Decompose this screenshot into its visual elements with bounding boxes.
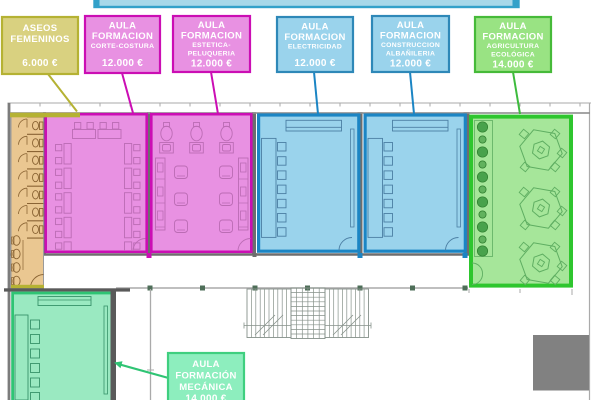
svg-text:AULA: AULA xyxy=(192,359,220,370)
svg-text:FORMACIÓN: FORMACIÓN xyxy=(175,370,236,382)
svg-text:ECOLÓGICA: ECOLÓGICA xyxy=(491,50,535,59)
svg-text:ESTETICA-: ESTETICA- xyxy=(192,42,231,49)
svg-text:AULA: AULA xyxy=(499,21,527,32)
svg-text:CORTE-COSTURA: CORTE-COSTURA xyxy=(91,43,155,50)
svg-text:AULA: AULA xyxy=(301,22,329,33)
svg-text:FEMENINOS: FEMENINOS xyxy=(10,34,69,45)
svg-text:12.000 €: 12.000 € xyxy=(191,59,232,70)
svg-text:FORMACION: FORMACION xyxy=(380,31,441,42)
svg-text:FORMACION: FORMACION xyxy=(284,32,345,43)
svg-text:FORMACION: FORMACION xyxy=(181,31,242,42)
svg-text:12.000 €: 12.000 € xyxy=(294,58,335,69)
svg-text:12.000 €: 12.000 € xyxy=(102,58,143,69)
svg-text:FORMACION: FORMACION xyxy=(482,32,543,43)
svg-text:6.000 €: 6.000 € xyxy=(22,58,58,69)
svg-text:14.000 €: 14.000 € xyxy=(492,60,533,71)
svg-text:14.000 €: 14.000 € xyxy=(185,394,226,400)
svg-text:FORMACION: FORMACION xyxy=(92,31,153,42)
svg-text:12.000 €: 12.000 € xyxy=(390,59,431,70)
svg-text:AULA: AULA xyxy=(109,21,137,32)
svg-text:AGRICULTURA: AGRICULTURA xyxy=(487,43,540,50)
svg-text:CONSTRUCCION: CONSTRUCCION xyxy=(381,42,440,49)
svg-text:ALBAÑILERIA: ALBAÑILERIA xyxy=(386,49,435,58)
svg-text:AULA: AULA xyxy=(198,20,226,31)
svg-text:PELUQUERIA: PELUQUERIA xyxy=(188,51,236,58)
svg-text:ASEOS: ASEOS xyxy=(23,23,58,34)
svg-text:AULA: AULA xyxy=(397,20,425,31)
svg-text:ELECTRICIDAD: ELECTRICIDAD xyxy=(288,44,342,51)
svg-text:MECÁNICA: MECÁNICA xyxy=(179,382,233,393)
